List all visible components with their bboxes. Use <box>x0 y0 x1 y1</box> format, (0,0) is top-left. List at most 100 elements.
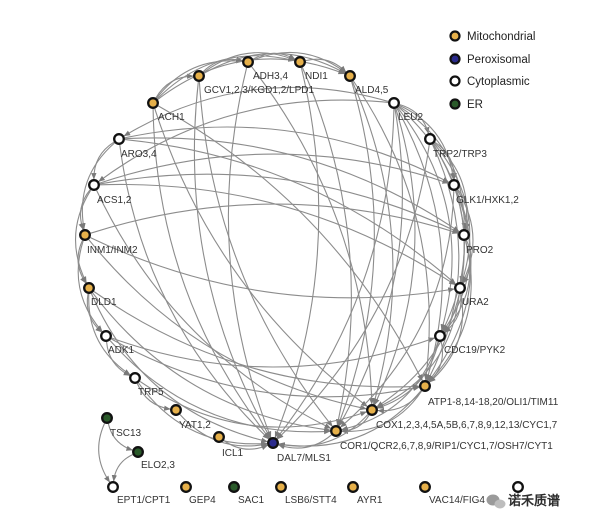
legend-label-mitochondrial: Mitochondrial <box>467 31 535 43</box>
edge-cdc-atp <box>428 341 444 383</box>
node-marker-trp5[interactable] <box>129 372 141 384</box>
edge-pro-atp <box>428 240 472 383</box>
edge-ach-atp <box>157 105 423 382</box>
node-tsc[interactable]: TSC13 <box>101 412 142 439</box>
edge-dld-atp <box>93 291 420 390</box>
node-elo[interactable]: ELO2,3 <box>132 446 175 471</box>
node-pro[interactable]: PRO2 <box>458 229 494 256</box>
edge-cox-cor <box>341 414 370 434</box>
node-cdc[interactable]: CDC19/PYK2 <box>434 330 506 356</box>
edge-icl-dal <box>223 440 269 451</box>
node-marker-cor[interactable] <box>330 425 342 437</box>
edge-adk-trp5 <box>106 341 131 376</box>
node-marker-icl[interactable] <box>213 431 225 443</box>
node-marker-adh[interactable] <box>242 56 254 68</box>
node-marker-sac[interactable] <box>228 481 240 493</box>
legend-swatch-er <box>449 98 461 110</box>
node-marker-glk[interactable] <box>448 179 460 191</box>
node-adk[interactable]: ADK1 <box>100 330 135 356</box>
node-ald[interactable]: ALD4,5 <box>344 70 389 96</box>
node-marker-cdc[interactable] <box>434 330 446 342</box>
node-cox[interactable]: COX1,2,3,4,5A,5B,6,7,8,9,12,13/CYC1,7 <box>366 404 558 431</box>
node-marker-gep[interactable] <box>180 481 192 493</box>
node-ach[interactable]: ACH1 <box>147 97 185 123</box>
node-marker-dal[interactable] <box>267 437 279 449</box>
node-glk[interactable]: GLK1/HXK1,2 <box>448 179 519 206</box>
node-marker-ald[interactable] <box>344 70 356 82</box>
node-marker-trp2[interactable] <box>424 133 436 145</box>
watermark-text: 诺禾质谱 <box>508 493 560 509</box>
node-dld[interactable]: DLD1 <box>83 282 117 308</box>
edge-gcv-dal <box>193 81 271 439</box>
node-label-trp5: TRP5 <box>138 387 164 398</box>
node-ept[interactable]: EPT1/CPT1 <box>107 481 171 506</box>
node-marker-dld[interactable] <box>83 282 95 294</box>
node-gep[interactable]: GEP4 <box>180 481 216 506</box>
node-dal[interactable]: DAL7/MLS1 <box>267 437 331 464</box>
node-marker-leu[interactable] <box>388 97 400 109</box>
node-icl[interactable]: ICL1 <box>213 431 244 459</box>
node-trp5[interactable]: TRP5 <box>129 372 164 398</box>
node-gcv[interactable]: GCV1,2,3/KGD1,2/LPD1 <box>193 70 314 96</box>
edge-leu-cdc <box>397 107 453 331</box>
node-label-ndi: NDI1 <box>305 71 328 82</box>
node-label-vac: VAC14/FIG4 <box>429 495 485 506</box>
node-ura[interactable]: URA2 <box>454 282 489 308</box>
node-marker-adk[interactable] <box>100 330 112 342</box>
edge-adk-cdc <box>111 337 436 368</box>
node-marker-ayr[interactable] <box>347 481 359 493</box>
node-marker-vac[interactable] <box>419 481 431 493</box>
node-marker-inm[interactable] <box>79 229 91 241</box>
node-marker-cox[interactable] <box>366 404 378 416</box>
node-marker-ept[interactable] <box>107 481 119 493</box>
node-marker-lsb[interactable] <box>275 481 287 493</box>
node-sac[interactable]: SAC1 <box>228 481 265 506</box>
edge-inm-cox <box>88 239 367 411</box>
edge-cdc-cox <box>377 341 440 409</box>
edge-cor-dal <box>278 434 332 450</box>
node-yat[interactable]: YAT1,2 <box>170 404 211 431</box>
node-trp2[interactable]: TRP2/TRP3 <box>424 133 487 160</box>
edge-leu-cox <box>374 108 416 406</box>
node-marker-yat[interactable] <box>170 404 182 416</box>
node-label-ayr: AYR1 <box>357 495 383 506</box>
node-marker-aro[interactable] <box>113 133 125 145</box>
legend-swatch-mitochondrial <box>449 30 461 42</box>
node-marker-pro[interactable] <box>458 229 470 241</box>
node-extra[interactable] <box>512 481 524 493</box>
node-vac[interactable]: VAC14/FIG4 <box>419 481 485 506</box>
node-label-glk: GLK1/HXK1,2 <box>456 195 519 206</box>
edge-ach-dal <box>152 108 270 439</box>
node-ndi[interactable]: NDI1 <box>294 56 328 82</box>
edge-adh-ald <box>253 51 346 73</box>
node-marker-elo[interactable] <box>132 446 144 458</box>
edge-trp5-dal <box>138 382 268 447</box>
edge-ald-atp <box>352 80 430 381</box>
node-marker-extra[interactable] <box>512 481 524 493</box>
legend-item-cytoplasmic: Cytoplasmic <box>449 75 530 88</box>
node-marker-acs[interactable] <box>88 179 100 191</box>
node-label-dal: DAL7/MLS1 <box>277 453 331 464</box>
node-cor[interactable]: COR1/QCR2,6,7,8,9/RIP1/CYC1,7/OSH7/CYT1 <box>330 425 553 452</box>
edge-aro-glk <box>124 126 450 183</box>
node-lsb[interactable]: LSB6/STT4 <box>275 481 337 506</box>
node-marker-ura[interactable] <box>454 282 466 294</box>
node-leu[interactable]: LEU2 <box>388 97 423 123</box>
node-atp[interactable]: ATP1-8,14-18,20/OLI1/TIM11 <box>419 380 559 408</box>
node-acs[interactable]: ACS1,2 <box>88 179 132 206</box>
node-ayr[interactable]: AYR1 <box>347 481 383 506</box>
edge-trp2-dal <box>276 144 430 440</box>
node-marker-atp[interactable] <box>419 380 431 392</box>
node-marker-gcv[interactable] <box>193 70 205 82</box>
node-inm[interactable]: INM1/INM2 <box>79 229 138 256</box>
node-marker-tsc[interactable] <box>101 412 113 424</box>
node-marker-ndi[interactable] <box>294 56 306 68</box>
node-adh[interactable]: ADH3,4 <box>242 56 288 82</box>
edges-layer <box>74 51 474 483</box>
edge-adh-cox <box>251 66 375 405</box>
node-aro[interactable]: ARO3,4 <box>113 133 157 160</box>
edge-leu-atp <box>396 107 443 381</box>
node-marker-ach[interactable] <box>147 97 159 109</box>
edge-acs-pro <box>99 173 460 233</box>
edge-gcv-ndi <box>203 52 296 73</box>
